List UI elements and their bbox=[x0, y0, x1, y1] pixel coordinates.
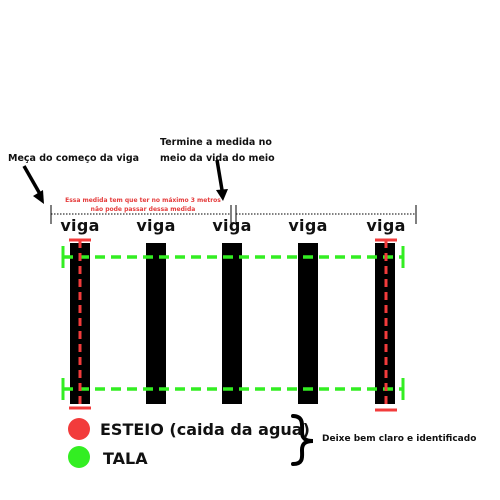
rule-note: Essa medida tem que ter no máximo 3 metr… bbox=[58, 196, 228, 214]
beam-2 bbox=[146, 243, 166, 404]
tala-legend-label: TALA bbox=[103, 449, 148, 468]
end-arrow-icon bbox=[215, 159, 228, 201]
end-note-line1: Termine a medida no bbox=[160, 137, 272, 148]
esteio-left bbox=[69, 238, 91, 410]
rule-note-line2: não pode passar dessa medida bbox=[90, 206, 196, 213]
end-note-line2: meio da vida do meio bbox=[160, 153, 275, 164]
esteio-legend-label: ESTEIO (caida da agua) bbox=[100, 420, 310, 439]
end-note: Termine a medida no meio da vida do meio bbox=[160, 135, 275, 167]
beam-label-5: viga bbox=[366, 216, 406, 235]
beam-3 bbox=[222, 243, 242, 404]
legend-side-note: Deixe bem claro e identificado bbox=[322, 434, 477, 444]
beam-label-4: viga bbox=[288, 216, 328, 235]
beam-label-1: viga bbox=[60, 216, 100, 235]
tala-top bbox=[61, 246, 405, 268]
measure-line-right bbox=[235, 205, 417, 224]
tala-legend-dot bbox=[68, 446, 90, 468]
esteio-legend-dot bbox=[68, 418, 90, 440]
beam-label-3: viga bbox=[212, 216, 252, 235]
beam-4 bbox=[298, 243, 318, 404]
beam-label-2: viga bbox=[136, 216, 176, 235]
start-note: Meça do começo da viga bbox=[8, 151, 139, 167]
start-note-text: Meça do começo da viga bbox=[8, 153, 140, 164]
start-arrow-icon bbox=[22, 165, 44, 204]
measure-line-left bbox=[50, 205, 232, 224]
brace-icon bbox=[291, 414, 314, 466]
rule-note-line1: Essa medida tem que ter no máximo 3 metr… bbox=[65, 197, 221, 204]
tala-bottom bbox=[61, 378, 405, 400]
esteio-right bbox=[375, 238, 397, 412]
